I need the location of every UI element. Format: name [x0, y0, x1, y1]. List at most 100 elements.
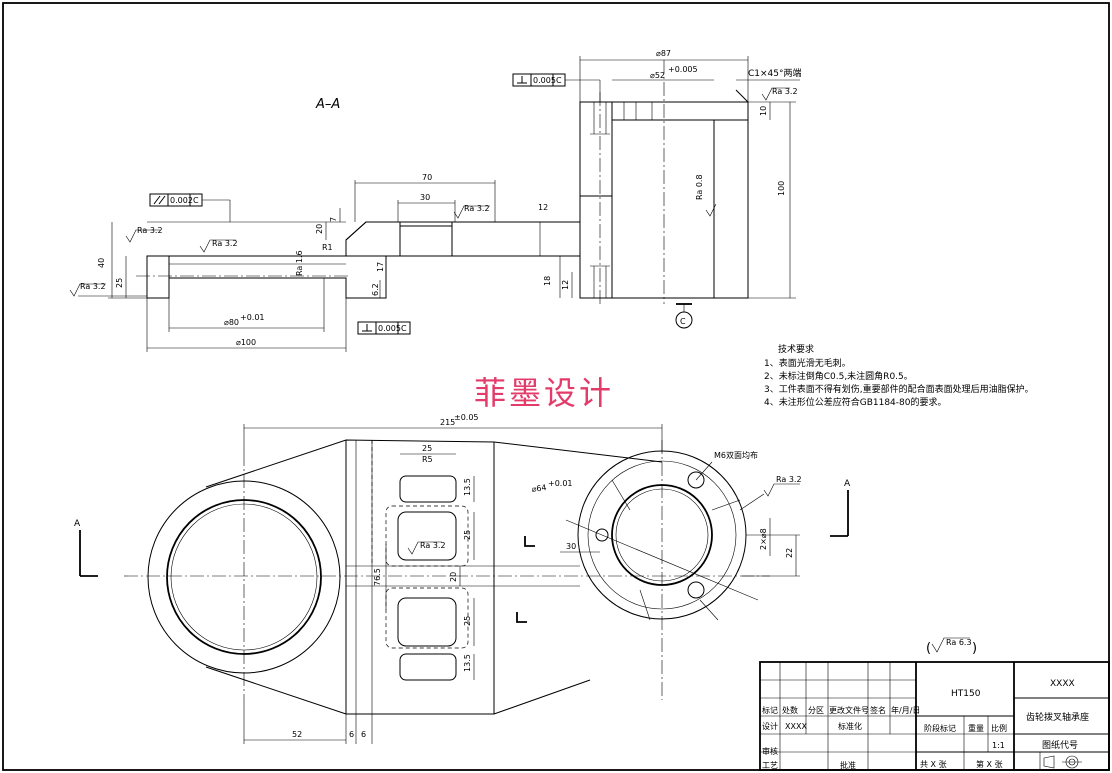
- web-section-hatch-2: [451, 221, 581, 257]
- svg-text:25: 25: [422, 444, 432, 453]
- svg-text:Ra 3.2: Ra 3.2: [772, 87, 798, 96]
- svg-text:(: (: [926, 641, 931, 656]
- dim-h20: 20: [315, 224, 324, 234]
- tol-frame-perp-top: 0.005 C: [512, 73, 601, 102]
- hub-wall-left: [579, 101, 613, 299]
- svg-text:Ra 3.2: Ra 3.2: [137, 226, 163, 235]
- svg-text:0.005: 0.005: [533, 76, 556, 85]
- svg-text:6: 6: [361, 730, 366, 739]
- dim-d100: ⌀100: [236, 338, 256, 347]
- svg-text:重量: 重量: [968, 723, 984, 733]
- svg-text:工艺: 工艺: [762, 761, 778, 770]
- dims-plan: 215 ±0.05 25 R5 13.5 25 20 25 13.5 76.5 …: [243, 413, 800, 744]
- svg-text:76.5: 76.5: [373, 568, 382, 586]
- svg-text:更改文件号: 更改文件号: [829, 705, 869, 715]
- svg-text:6: 6: [349, 730, 354, 739]
- dim-len70: 70: [422, 173, 432, 182]
- svg-text:审核: 审核: [762, 746, 778, 756]
- svg-text:A: A: [74, 519, 81, 529]
- svg-text:分区: 分区: [808, 706, 824, 715]
- tech-req-title: 技术要求: [778, 343, 814, 355]
- svg-text:⌀64: ⌀64: [531, 483, 547, 494]
- svg-text:Ra 3.2: Ra 3.2: [776, 475, 802, 484]
- part-name: 齿轮拨叉轴承座: [1026, 711, 1089, 723]
- hub-wall-right: [713, 119, 749, 299]
- svg-text:批准: 批准: [840, 760, 856, 770]
- web-section-hatch: [345, 221, 401, 257]
- title-block: HT150 XXXX 齿轮拨叉轴承座 图纸代号 标记 处数 分区 更改文件号 签…: [759, 661, 1110, 771]
- hub-chamfer: [612, 89, 749, 299]
- company: XXXX: [1050, 679, 1075, 689]
- svg-text:处数: 处数: [782, 705, 798, 715]
- dim-overall-tol: ±0.05: [454, 413, 479, 422]
- title-grid-left: [760, 662, 916, 770]
- svg-text:A: A: [844, 479, 851, 489]
- svg-text:阶段标记: 阶段标记: [924, 723, 956, 733]
- chamfer-note: C1×45°两端: [748, 67, 802, 79]
- dim-ra16: Ra 1.6: [295, 250, 304, 276]
- dim-d80: ⌀80: [224, 318, 239, 327]
- tech-req-item: 1、表面光滑无毛刺。: [764, 357, 851, 369]
- drawing-no-label: 图纸代号: [1042, 739, 1078, 751]
- dim-d52: ⌀52: [650, 71, 665, 80]
- svg-text:标记: 标记: [762, 705, 778, 715]
- svg-text:签名: 签名: [870, 705, 886, 715]
- dim-h12: 12: [538, 203, 548, 212]
- dim-d52-tol: +0.005: [668, 65, 698, 74]
- svg-text:20: 20: [449, 572, 458, 582]
- svg-text:1:1: 1:1: [992, 741, 1005, 750]
- projection-symbol-icon: [1043, 755, 1082, 769]
- svg-text:标准化: 标准化: [838, 721, 862, 731]
- tol-frame-parallel: 0.002 C: [149, 193, 231, 222]
- view-mark-left: A: [74, 519, 98, 577]
- slot-3: [397, 597, 457, 647]
- roughness-symbols-section: Ra 3.2 Ra 3.2 Ra 3.2 Ra 3.2 Ra 3.2 Ra 0.…: [69, 87, 798, 297]
- section-label: A–A: [315, 97, 340, 112]
- tech-req-item: 3、工件表面不得有划伤,重要部件的配合面表面处理后用油脂保护。: [764, 383, 1034, 395]
- svg-text:13.5: 13.5: [463, 478, 472, 496]
- dim-h10: 10: [759, 106, 768, 116]
- svg-text:25: 25: [463, 530, 472, 540]
- svg-text:C: C: [193, 196, 199, 205]
- slot-1: [399, 475, 457, 503]
- tech-req-item: 4、未注形位公差应符合GB1184-80的要求。: [764, 396, 946, 408]
- svg-text:52: 52: [292, 730, 302, 739]
- datum-symbol: C: [675, 303, 693, 329]
- general-roughness: ( Ra 6.3 ): [926, 637, 977, 656]
- dim-d80-tol: +0.01: [240, 313, 265, 322]
- dim-left25: 25: [115, 278, 124, 288]
- technical-requirements: 技术要求 1、表面光滑无毛刺。 2、未标注倒角C0.5,未注圆角R0.5。 3、…: [764, 343, 1034, 408]
- svg-text:比例: 比例: [991, 723, 1007, 733]
- svg-text:Ra 3.2: Ra 3.2: [420, 541, 446, 550]
- plan-body-outline: [205, 439, 663, 715]
- svg-text:30: 30: [566, 542, 576, 551]
- hub-top-band: [611, 101, 749, 121]
- dim-r1: R1: [322, 243, 333, 252]
- svg-text:0.005: 0.005: [378, 324, 401, 333]
- svg-text:第 X 张: 第 X 张: [976, 759, 1003, 769]
- tol-frame-perp-bottom: 0.005 C: [357, 321, 411, 335]
- dim-h100: 100: [777, 181, 786, 196]
- dim-left40: 40: [97, 258, 106, 268]
- svg-text:共 X 张: 共 X 张: [920, 760, 947, 769]
- dim-h12b: 12: [561, 280, 570, 290]
- slot-2: [397, 511, 457, 561]
- roughness-symbols-plan: Ra 3.2 Ra 3.2: [407, 475, 802, 555]
- svg-text:Ra 6.3: Ra 6.3: [946, 638, 972, 647]
- svg-text:0.002: 0.002: [170, 196, 193, 205]
- svg-text:XXXX: XXXX: [785, 722, 807, 731]
- svg-text:+0.01: +0.01: [548, 479, 573, 488]
- section-view: A–A ⌀87 ⌀52 +0.005: [69, 49, 802, 352]
- svg-text:年/月/日: 年/月/日: [891, 705, 920, 715]
- svg-text:): ): [972, 641, 977, 656]
- dims-section: ⌀87 ⌀52 +0.005 100 10 70 30 12 18 12: [78, 49, 796, 352]
- svg-text:13.5: 13.5: [463, 654, 472, 672]
- dim-d87: ⌀87: [656, 49, 671, 58]
- thread-hole-top: [590, 102, 610, 135]
- dim-overall: 215: [440, 418, 455, 427]
- hub-top-notch: [612, 102, 748, 121]
- svg-text:Ra 3.2: Ra 3.2: [464, 204, 490, 213]
- svg-text:M6双面均布: M6双面均布: [714, 450, 758, 460]
- slot-4: [399, 653, 457, 681]
